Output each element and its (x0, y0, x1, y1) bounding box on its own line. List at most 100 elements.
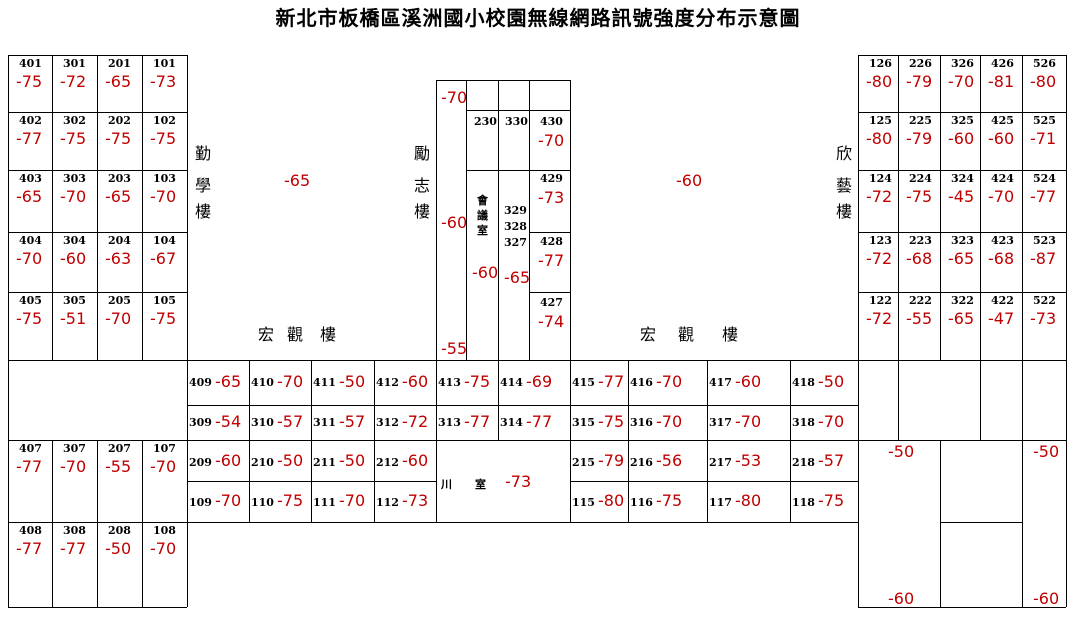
signal-value: -70 (150, 539, 177, 558)
room-number: 112 (376, 496, 399, 509)
room-number: 408 (19, 524, 42, 537)
building-label: 勵 (414, 144, 431, 163)
signal-value: -70 (150, 457, 177, 476)
room-wall (858, 55, 1066, 56)
room-wall (940, 522, 1022, 523)
room-number: 304 (63, 234, 86, 247)
room-wall (187, 360, 188, 440)
room-wall (858, 232, 1066, 233)
signal-value: -50 (339, 372, 366, 391)
building-label: 宏 (258, 325, 275, 344)
room-wall (374, 440, 375, 522)
signal-value: -75 (150, 129, 177, 148)
room-number: 311 (313, 416, 336, 429)
signal-value: -70 (818, 412, 845, 431)
room-wall (1022, 360, 1023, 440)
signal-value: -79 (598, 451, 625, 470)
room-number: 328 (504, 220, 527, 233)
room-number: 326 (951, 57, 974, 70)
signal-value: -80 (735, 491, 762, 510)
hall-label: 川 (441, 478, 452, 491)
building-label: 勤 (195, 144, 212, 163)
signal-value: -69 (526, 372, 553, 391)
signal-value: -80 (598, 491, 625, 510)
room-wall (187, 360, 858, 361)
signal-value: -65 (948, 309, 975, 328)
signal-value: -75 (150, 309, 177, 328)
room-wall (529, 170, 570, 171)
room-number: 101 (153, 57, 176, 70)
room-number: 205 (108, 294, 131, 307)
signal-value: -72 (866, 187, 893, 206)
signal-value: -60 (215, 451, 242, 470)
signal-value: -60 (402, 372, 429, 391)
signal-value: -54 (215, 412, 242, 431)
room-number: 110 (251, 496, 274, 509)
room-number: 201 (108, 57, 131, 70)
signal-value: -50 (277, 451, 304, 470)
signal-value: -55 (441, 339, 468, 358)
signal-value: -77 (526, 412, 553, 431)
room-number: 118 (792, 496, 815, 509)
building-label: 樓 (414, 202, 431, 221)
signal-value: -50 (888, 442, 915, 461)
room-number: 401 (19, 57, 42, 70)
room-number: 230 (474, 115, 497, 128)
meeting-room-label: 室 (477, 224, 488, 237)
signal-value: -57 (818, 451, 845, 470)
room-number: 204 (108, 234, 131, 247)
room-wall (249, 360, 250, 440)
signal-value: -60 (988, 129, 1015, 148)
room-number: 403 (19, 172, 42, 185)
room-wall (8, 232, 187, 233)
room-wall (436, 80, 571, 81)
signal-value: -60 (676, 171, 703, 190)
signal-value: -80 (866, 72, 893, 91)
signal-value: -60 (735, 372, 762, 391)
room-wall (8, 55, 9, 360)
signal-value: -70 (16, 249, 43, 268)
room-number: 103 (153, 172, 176, 185)
room-wall (1066, 360, 1067, 607)
signal-value: -70 (735, 412, 762, 431)
room-number: 208 (108, 524, 131, 537)
room-wall (142, 440, 143, 607)
room-number: 327 (504, 236, 527, 249)
signal-value: -67 (150, 249, 177, 268)
signal-value: -60 (1033, 589, 1060, 608)
room-wall (311, 440, 312, 522)
room-wall (498, 360, 499, 440)
signal-value: -65 (105, 187, 132, 206)
signal-value: -77 (16, 457, 43, 476)
signal-value: -75 (598, 412, 625, 431)
room-number: 317 (709, 416, 732, 429)
signal-value: -68 (906, 249, 933, 268)
room-wall (187, 440, 188, 607)
room-number: 223 (909, 234, 932, 247)
room-wall (570, 360, 571, 440)
signal-value: -75 (906, 187, 933, 206)
building-label: 樓 (836, 202, 853, 221)
signal-value: -65 (948, 249, 975, 268)
room-number: 316 (630, 416, 653, 429)
building-label: 樓 (722, 325, 739, 344)
signal-value: -73 (1030, 309, 1057, 328)
signal-value: -70 (150, 187, 177, 206)
room-wall (980, 55, 981, 360)
room-wall (187, 405, 858, 406)
room-number: 115 (572, 496, 595, 509)
signal-value: -79 (906, 129, 933, 148)
room-wall (8, 440, 9, 607)
room-wall (52, 55, 53, 360)
room-wall (858, 360, 859, 440)
room-number: 522 (1033, 294, 1056, 307)
room-wall (570, 80, 571, 360)
signal-value: -70 (215, 491, 242, 510)
signal-value: -51 (60, 309, 87, 328)
signal-value: -87 (1030, 249, 1057, 268)
meeting-room-label: 議 (477, 209, 488, 222)
room-wall (187, 522, 858, 523)
room-wall (8, 112, 187, 113)
room-number: 323 (951, 234, 974, 247)
room-wall (858, 55, 859, 360)
